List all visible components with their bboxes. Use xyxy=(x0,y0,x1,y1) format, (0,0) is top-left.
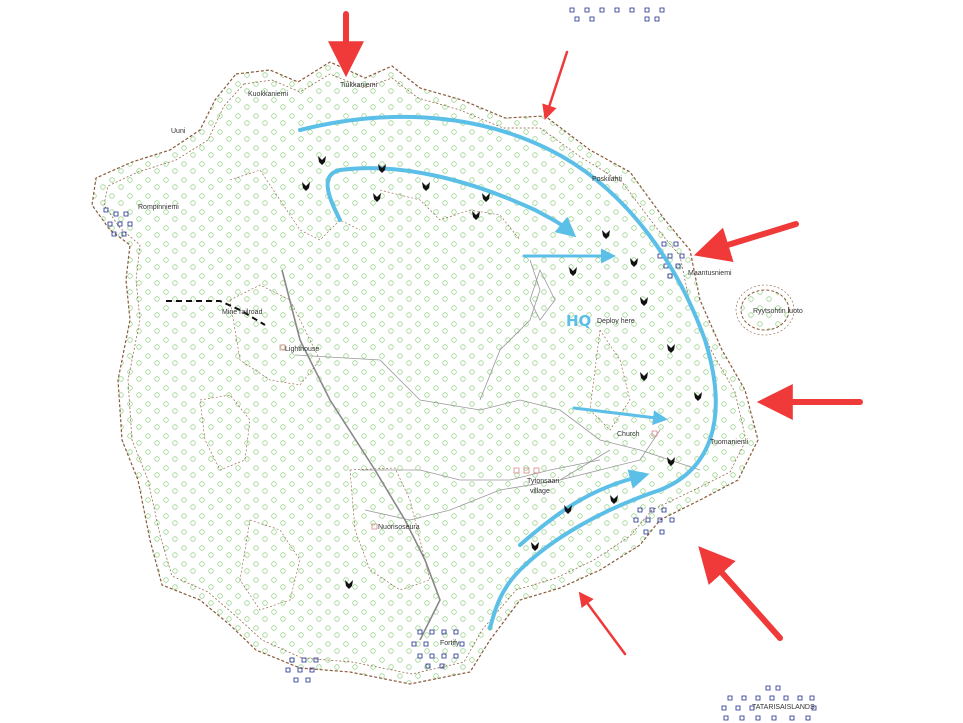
label-nuorisoseura: Nuorisoseura xyxy=(378,524,420,531)
contour-line xyxy=(349,467,431,591)
symbols-southeast xyxy=(721,685,817,721)
label-maantusniemi: Maantusniemi xyxy=(688,270,732,277)
unit-marker xyxy=(610,495,618,504)
friendly-arrow-village xyxy=(518,469,650,547)
unit-marker xyxy=(694,392,702,401)
roads xyxy=(281,259,701,641)
unit-marker xyxy=(667,344,675,353)
unit-marker xyxy=(345,580,353,589)
symbols-rompinniemi xyxy=(103,207,133,237)
symbols-north xyxy=(569,7,665,22)
unit-marker xyxy=(472,211,480,220)
label-uuni: Uuni xyxy=(171,128,186,135)
label-poskilahti: Poskilahti xyxy=(592,176,622,183)
label-fortify: Fortify xyxy=(440,640,460,647)
label-mine-railroad: Mine railroad xyxy=(222,309,263,316)
road xyxy=(364,449,611,521)
label-tuomaniemi: Tuomaniemi xyxy=(710,439,749,446)
label-rompinniemi: Rompinniemi xyxy=(138,204,179,211)
label-tiukkaniemi: Tiukkaniemi xyxy=(340,82,378,89)
unit-marker xyxy=(378,164,386,173)
label-lighthouse: Lighthouse xyxy=(285,346,319,353)
road xyxy=(529,268,556,321)
contour-line xyxy=(229,284,321,386)
enemy-arrow-east-1 xyxy=(693,221,799,263)
water-symbols xyxy=(103,7,817,721)
friendly-arrow-church xyxy=(572,406,668,426)
symbols-tuomaniemi xyxy=(633,507,675,535)
unit-marker xyxy=(564,505,572,514)
label-ryytsohtin-luoto: Ryytsohtin luoto xyxy=(753,308,803,315)
main-road xyxy=(281,269,441,641)
label-tatarisaland: TATARISAISLANDS xyxy=(752,704,815,711)
mine-railroad-track xyxy=(166,300,266,326)
unit-marker xyxy=(373,193,381,202)
road xyxy=(294,354,701,471)
symbols-maantusniemi xyxy=(657,241,685,279)
label-kuokkaniemi: Kuokkaniemi xyxy=(248,91,289,98)
unit-marker xyxy=(640,297,648,306)
buildings xyxy=(279,344,658,530)
island-landmass xyxy=(91,61,759,685)
unit-marker xyxy=(482,193,490,202)
label-tytonsaari: Tytonsaari xyxy=(527,478,560,485)
enemy-arrow-southeast xyxy=(698,546,783,641)
island xyxy=(91,61,759,685)
unit-marker xyxy=(422,182,430,191)
enemy-arrow-south-thin xyxy=(578,591,627,656)
coastline-inner xyxy=(103,73,747,675)
contour-line xyxy=(379,189,521,241)
road xyxy=(559,429,661,481)
hq-label: HQ xyxy=(566,312,591,330)
label-ryytsohtin-luoto-text: Ryytsohtin luoto xyxy=(753,308,803,315)
enemy-attacks xyxy=(328,11,863,656)
road xyxy=(360,459,601,481)
symbols-fortify xyxy=(411,629,465,669)
unit-marker xyxy=(667,457,675,466)
friendly-arrow-outer-arc xyxy=(298,114,718,630)
unit-marker xyxy=(302,182,310,191)
unit-marker xyxy=(531,542,539,551)
label-church: Church xyxy=(617,431,640,438)
contour-line xyxy=(239,519,301,611)
unit-marker xyxy=(602,230,610,239)
symbols-southwest xyxy=(285,657,319,683)
unit-marker xyxy=(630,258,638,267)
unit-marker xyxy=(640,372,648,381)
friendly-arrow-inner xyxy=(325,166,577,238)
unit-marker xyxy=(318,156,326,165)
enemy-arrow-northeast-thin xyxy=(542,50,569,120)
label-village: village xyxy=(530,488,550,495)
friendly-movement xyxy=(298,114,718,630)
unit-marker xyxy=(569,267,577,276)
unit-markers xyxy=(302,156,702,589)
islet-ryytsohtin xyxy=(735,284,795,336)
contour-line xyxy=(589,329,631,431)
label-deploy-here: Deploy here xyxy=(597,318,635,325)
place-labels: Tiukkaniemi Kuokkaniemi Uuni Rompinniemi… xyxy=(138,82,815,711)
